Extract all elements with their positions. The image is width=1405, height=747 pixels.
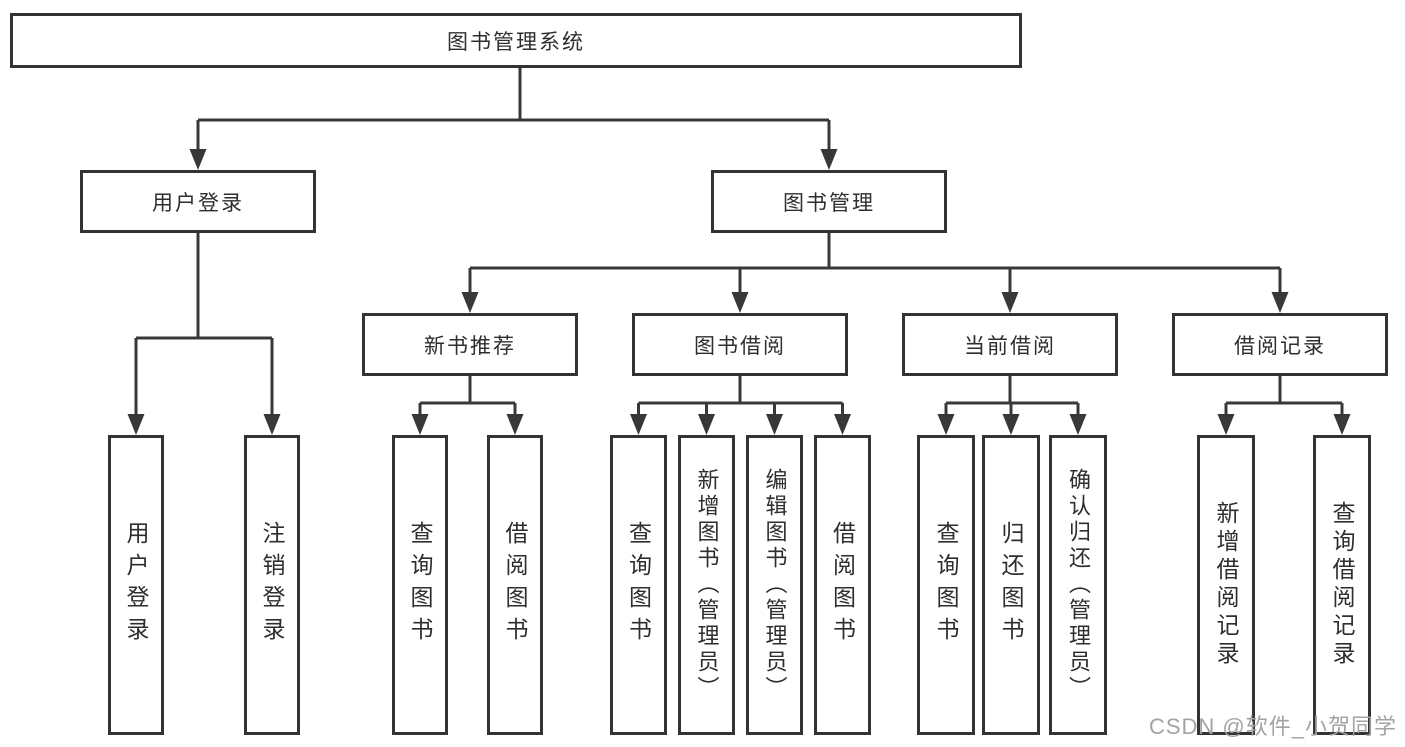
- node-new-book-recommend-label: 新书推荐: [424, 334, 516, 358]
- node-root-label: 图书管理系统: [447, 30, 585, 54]
- node-borrow-records-label: 借阅记录: [1234, 334, 1326, 358]
- leaf-query-books-current-label: 查询图书: [933, 521, 959, 649]
- leaf-borrow-books-recommend: 借阅图书: [487, 435, 543, 735]
- leaf-query-books-recommend: 查询图书: [392, 435, 448, 735]
- node-book-management-label: 图书管理: [783, 191, 875, 215]
- leaf-query-books-current: 查询图书: [917, 435, 975, 735]
- leaf-return-book: 归还图书: [982, 435, 1040, 735]
- node-new-book-recommend: 新书推荐: [362, 313, 578, 376]
- leaf-add-book-admin: 新增图书（管理员）: [678, 435, 735, 735]
- node-borrow-records: 借阅记录: [1172, 313, 1388, 376]
- watermark: CSDN @软件_小贺同学: [1148, 714, 1397, 739]
- node-user-login-label: 用户登录: [152, 191, 244, 215]
- leaf-add-borrow-record-label: 新增借阅记录: [1213, 501, 1239, 669]
- leaf-add-book-admin-label: 新增图书（管理员）: [694, 468, 720, 702]
- leaf-confirm-return-admin: 确认归还（管理员）: [1049, 435, 1107, 735]
- leaf-borrow-books-borrow: 借阅图书: [814, 435, 871, 735]
- leaf-borrow-books-borrow-label: 借阅图书: [829, 521, 856, 649]
- leaf-query-books-borrow: 查询图书: [610, 435, 667, 735]
- leaf-query-borrow-record-label: 查询借阅记录: [1329, 501, 1355, 669]
- leaf-query-books-recommend-label: 查询图书: [407, 521, 433, 649]
- leaf-confirm-return-admin-label: 确认归还（管理员）: [1066, 468, 1091, 702]
- arrowhead-icons: [127, 149, 1351, 435]
- leaf-add-borrow-record: 新增借阅记录: [1197, 435, 1255, 735]
- leaf-edit-book-admin-label: 编辑图书（管理员）: [762, 468, 788, 702]
- leaf-return-book-label: 归还图书: [998, 521, 1024, 649]
- node-book-borrow: 图书借阅: [632, 313, 848, 376]
- node-root: 图书管理系统: [10, 13, 1022, 68]
- leaf-user-login-label: 用户登录: [123, 521, 149, 649]
- leaf-logout-label: 注销登录: [259, 521, 285, 649]
- node-current-borrow: 当前借阅: [902, 313, 1118, 376]
- leaf-query-borrow-record: 查询借阅记录: [1313, 435, 1371, 735]
- node-user-login: 用户登录: [80, 170, 316, 233]
- node-book-management: 图书管理: [711, 170, 947, 233]
- node-book-borrow-label: 图书借阅: [694, 334, 786, 358]
- leaf-logout: 注销登录: [244, 435, 300, 735]
- leaf-user-login: 用户登录: [108, 435, 164, 735]
- leaf-borrow-books-recommend-label: 借阅图书: [502, 521, 528, 649]
- node-current-borrow-label: 当前借阅: [964, 334, 1056, 358]
- leaf-edit-book-admin: 编辑图书（管理员）: [746, 435, 803, 735]
- leaf-query-books-borrow-label: 查询图书: [625, 521, 652, 649]
